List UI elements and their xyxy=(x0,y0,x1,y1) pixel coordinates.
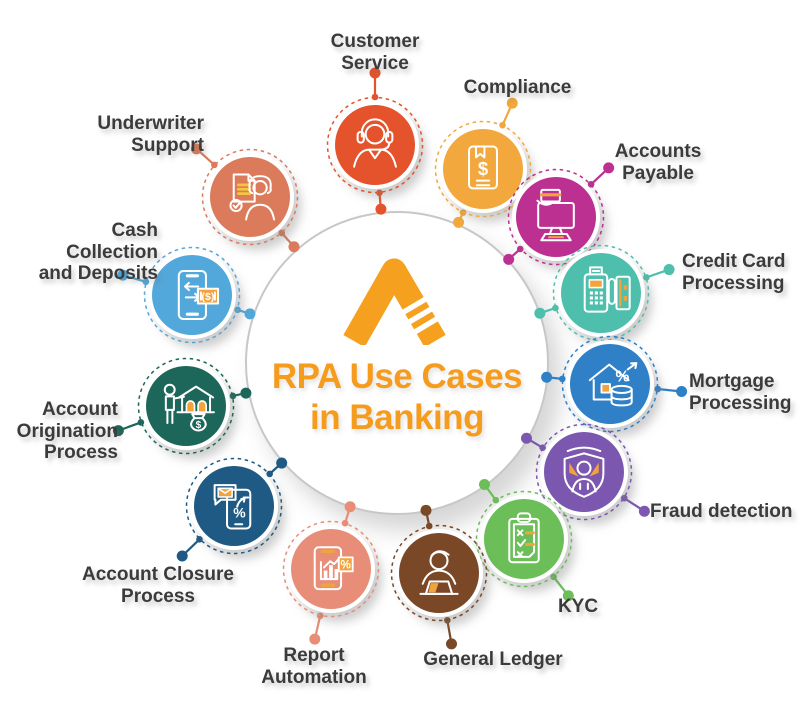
ledger-book-dollar-icon: $ xyxy=(468,145,498,190)
headset-agent-icon xyxy=(353,118,397,168)
phone-transfer-cash-icon: ($) xyxy=(177,269,220,321)
shield-person-icon xyxy=(563,446,605,498)
monitor-card-payment-icon xyxy=(536,188,575,242)
person-bank-moneybag-icon: $ xyxy=(163,383,215,432)
use-case-node-credit-card xyxy=(534,244,675,342)
house-percent-coins-icon: % xyxy=(588,362,638,407)
svg-text:%: % xyxy=(616,369,630,386)
use-case-node-compliance: $ xyxy=(434,97,532,228)
use-case-node-customer-service xyxy=(326,67,424,215)
use-case-node-fraud xyxy=(520,423,650,521)
hub-title-line1: RPA Use Cases xyxy=(271,357,523,396)
use-case-label-general-ledger: General Ledger xyxy=(423,649,563,670)
use-case-node-report-automation: % xyxy=(282,501,380,645)
central-hub: RPA Use Cases in Banking xyxy=(245,211,549,515)
svg-text:$: $ xyxy=(196,420,202,431)
use-case-node-cash-collection: ($) xyxy=(117,246,256,344)
hub-title: RPA Use Cases in Banking xyxy=(247,356,547,438)
automation-anywhere-logo xyxy=(343,258,446,345)
use-case-node-underwriter xyxy=(190,143,300,253)
svg-text:($): ($) xyxy=(202,291,215,303)
phone-envelope-icon: % xyxy=(213,484,252,530)
checklist-clipboard-icon xyxy=(508,512,540,564)
person-laptop-icon xyxy=(419,550,459,595)
use-case-label-kyc: KYC xyxy=(557,596,599,617)
use-case-node-general-ledger xyxy=(390,504,488,650)
hub-title-line2: in Banking xyxy=(310,398,484,437)
use-case-node-accounts-payable xyxy=(503,162,615,266)
use-case-label-fraud: Fraud detection xyxy=(650,501,793,522)
svg-text:%: % xyxy=(233,505,246,521)
use-case-node-kyc xyxy=(475,478,574,602)
use-case-node-account-origination: $ xyxy=(112,357,252,455)
pos-terminal-icon xyxy=(583,266,631,313)
use-case-label-compliance: Compliance xyxy=(463,77,572,98)
svg-text:%: % xyxy=(341,558,352,571)
svg-text:$: $ xyxy=(478,158,489,179)
document-check-person-icon xyxy=(229,173,276,221)
use-case-node-account-closure: % xyxy=(176,457,288,562)
tablet-chart-icon: % xyxy=(313,546,354,591)
use-case-node-mortgage: % xyxy=(541,335,688,433)
